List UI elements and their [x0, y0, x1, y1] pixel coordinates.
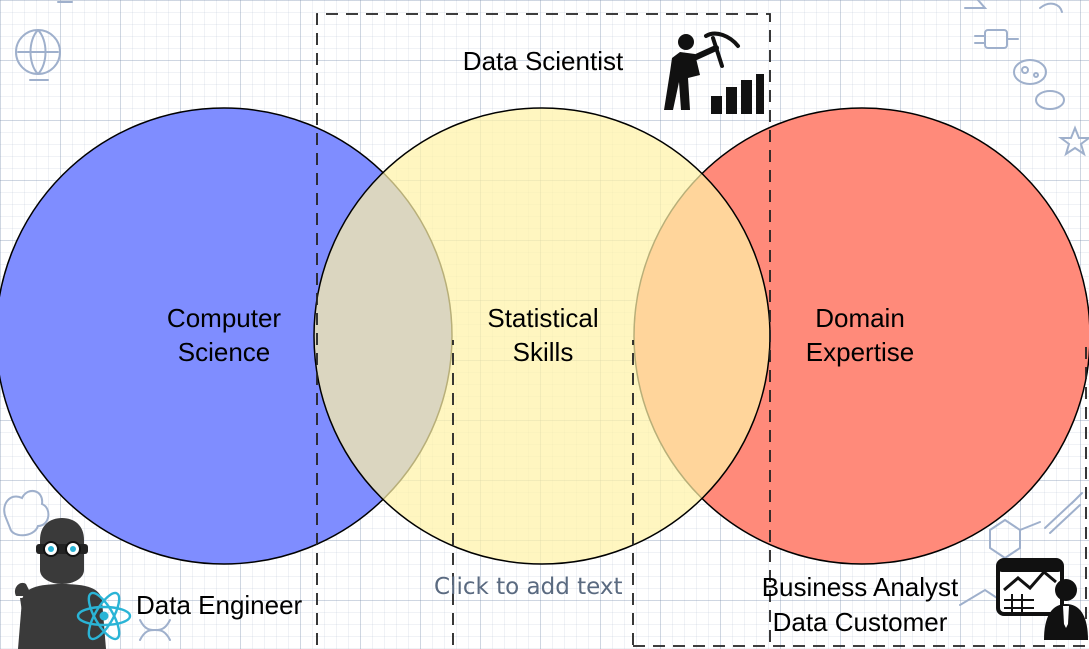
label-computer-science: Computer Science: [124, 301, 324, 369]
venn-circles: [0, 107, 1089, 565]
engineer-with-wrench-and-atom-icon: [14, 518, 132, 649]
label-statistical-skills-line-2: Skills: [512, 337, 574, 367]
business-analyst-dashed-box[interactable]: [633, 340, 1087, 647]
label-computer-science-line-2: Science: [177, 337, 271, 367]
syringe-doodle-icon: [1044, 492, 1083, 534]
analyst-with-chart-board-icon: [996, 558, 1088, 640]
label-domain-expertise-line-1: Domain: [815, 303, 905, 333]
role-business-analyst: Business Analyst: [761, 572, 959, 602]
miner-with-bar-chart-icon: [664, 31, 764, 114]
label-statistical-skills-line-1: Statistical: [487, 303, 599, 333]
dna-doodle-icon: [139, 619, 171, 641]
label-domain-expertise: Domain Expertise: [760, 301, 960, 369]
label-computer-science-line-1: Computer: [166, 303, 282, 333]
overlap-dashed-box[interactable]: [452, 340, 634, 645]
star-doodle-icon: [1058, 125, 1089, 157]
background-doodles: [3, 0, 1089, 641]
role-data-scientist: Data Scientist: [462, 46, 624, 76]
label-domain-expertise-line-2: Expertise: [805, 337, 915, 367]
brain-doodle-icon: [3, 489, 50, 537]
globe-doodle-icon: [15, 29, 61, 81]
role-dashed-boxes: [316, 13, 1087, 647]
label-statistical-skills: Statistical Skills: [443, 301, 643, 369]
plug-doodle-icon: [974, 29, 1019, 49]
microbe-doodle-icon: [1013, 59, 1065, 110]
role-data-engineer: Data Engineer: [136, 590, 303, 620]
click-to-add-text-placeholder[interactable]: Click to add text: [434, 574, 623, 600]
rocket-doodle-icon: [57, 0, 1063, 13]
role-data-customer: Data Customer: [772, 607, 948, 637]
